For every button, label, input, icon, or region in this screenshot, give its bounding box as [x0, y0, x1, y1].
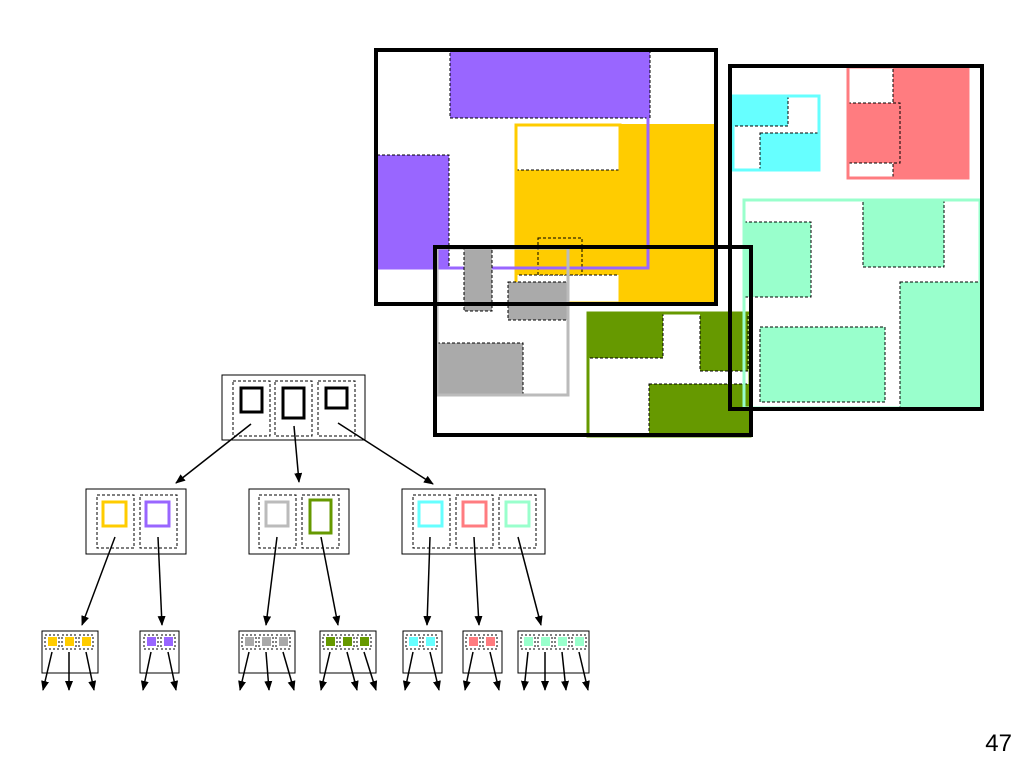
cyan-data-rect-top — [732, 95, 789, 127]
node-middle — [248, 488, 350, 555]
yellow-data-rect-right — [620, 124, 714, 304]
root-region-top-left — [374, 48, 718, 306]
gray-data-rect-mid — [507, 281, 569, 321]
mint-data-rect-top — [862, 200, 945, 268]
leaf-node-gray — [238, 630, 296, 691]
gray-data-rect-tall — [463, 247, 493, 312]
node-right — [401, 488, 546, 555]
leaf-node-yellow — [41, 630, 99, 691]
mint-data-rect-bottom-right — [899, 281, 981, 409]
page-number: 47 — [985, 730, 1012, 757]
mint-data-rect-left — [743, 221, 812, 298]
red-data-rect-large — [892, 66, 968, 179]
leaf-node-cyan — [402, 630, 443, 691]
green-data-rect-right — [699, 313, 749, 372]
green-data-rect-top — [587, 312, 664, 359]
spatial-regions — [374, 48, 984, 438]
red-data-rect-small — [847, 102, 901, 164]
leaf-node-green — [319, 630, 378, 691]
root-node — [221, 374, 366, 441]
purple-data-rect-top — [449, 49, 651, 119]
leaf-node-red — [462, 630, 503, 691]
leaf-node-mint — [517, 630, 590, 691]
tree-structure — [41, 374, 590, 691]
gray-data-rect-bottom — [436, 342, 524, 396]
root-region-bottom — [433, 245, 753, 437]
root-region-right — [728, 64, 984, 411]
cyan-bounding-box — [731, 94, 821, 172]
node-left — [85, 488, 187, 555]
cyan-data-rect-bottom — [759, 132, 820, 171]
mint-data-rect-bottom-left — [759, 326, 886, 403]
leaf-node-purple — [139, 630, 180, 691]
